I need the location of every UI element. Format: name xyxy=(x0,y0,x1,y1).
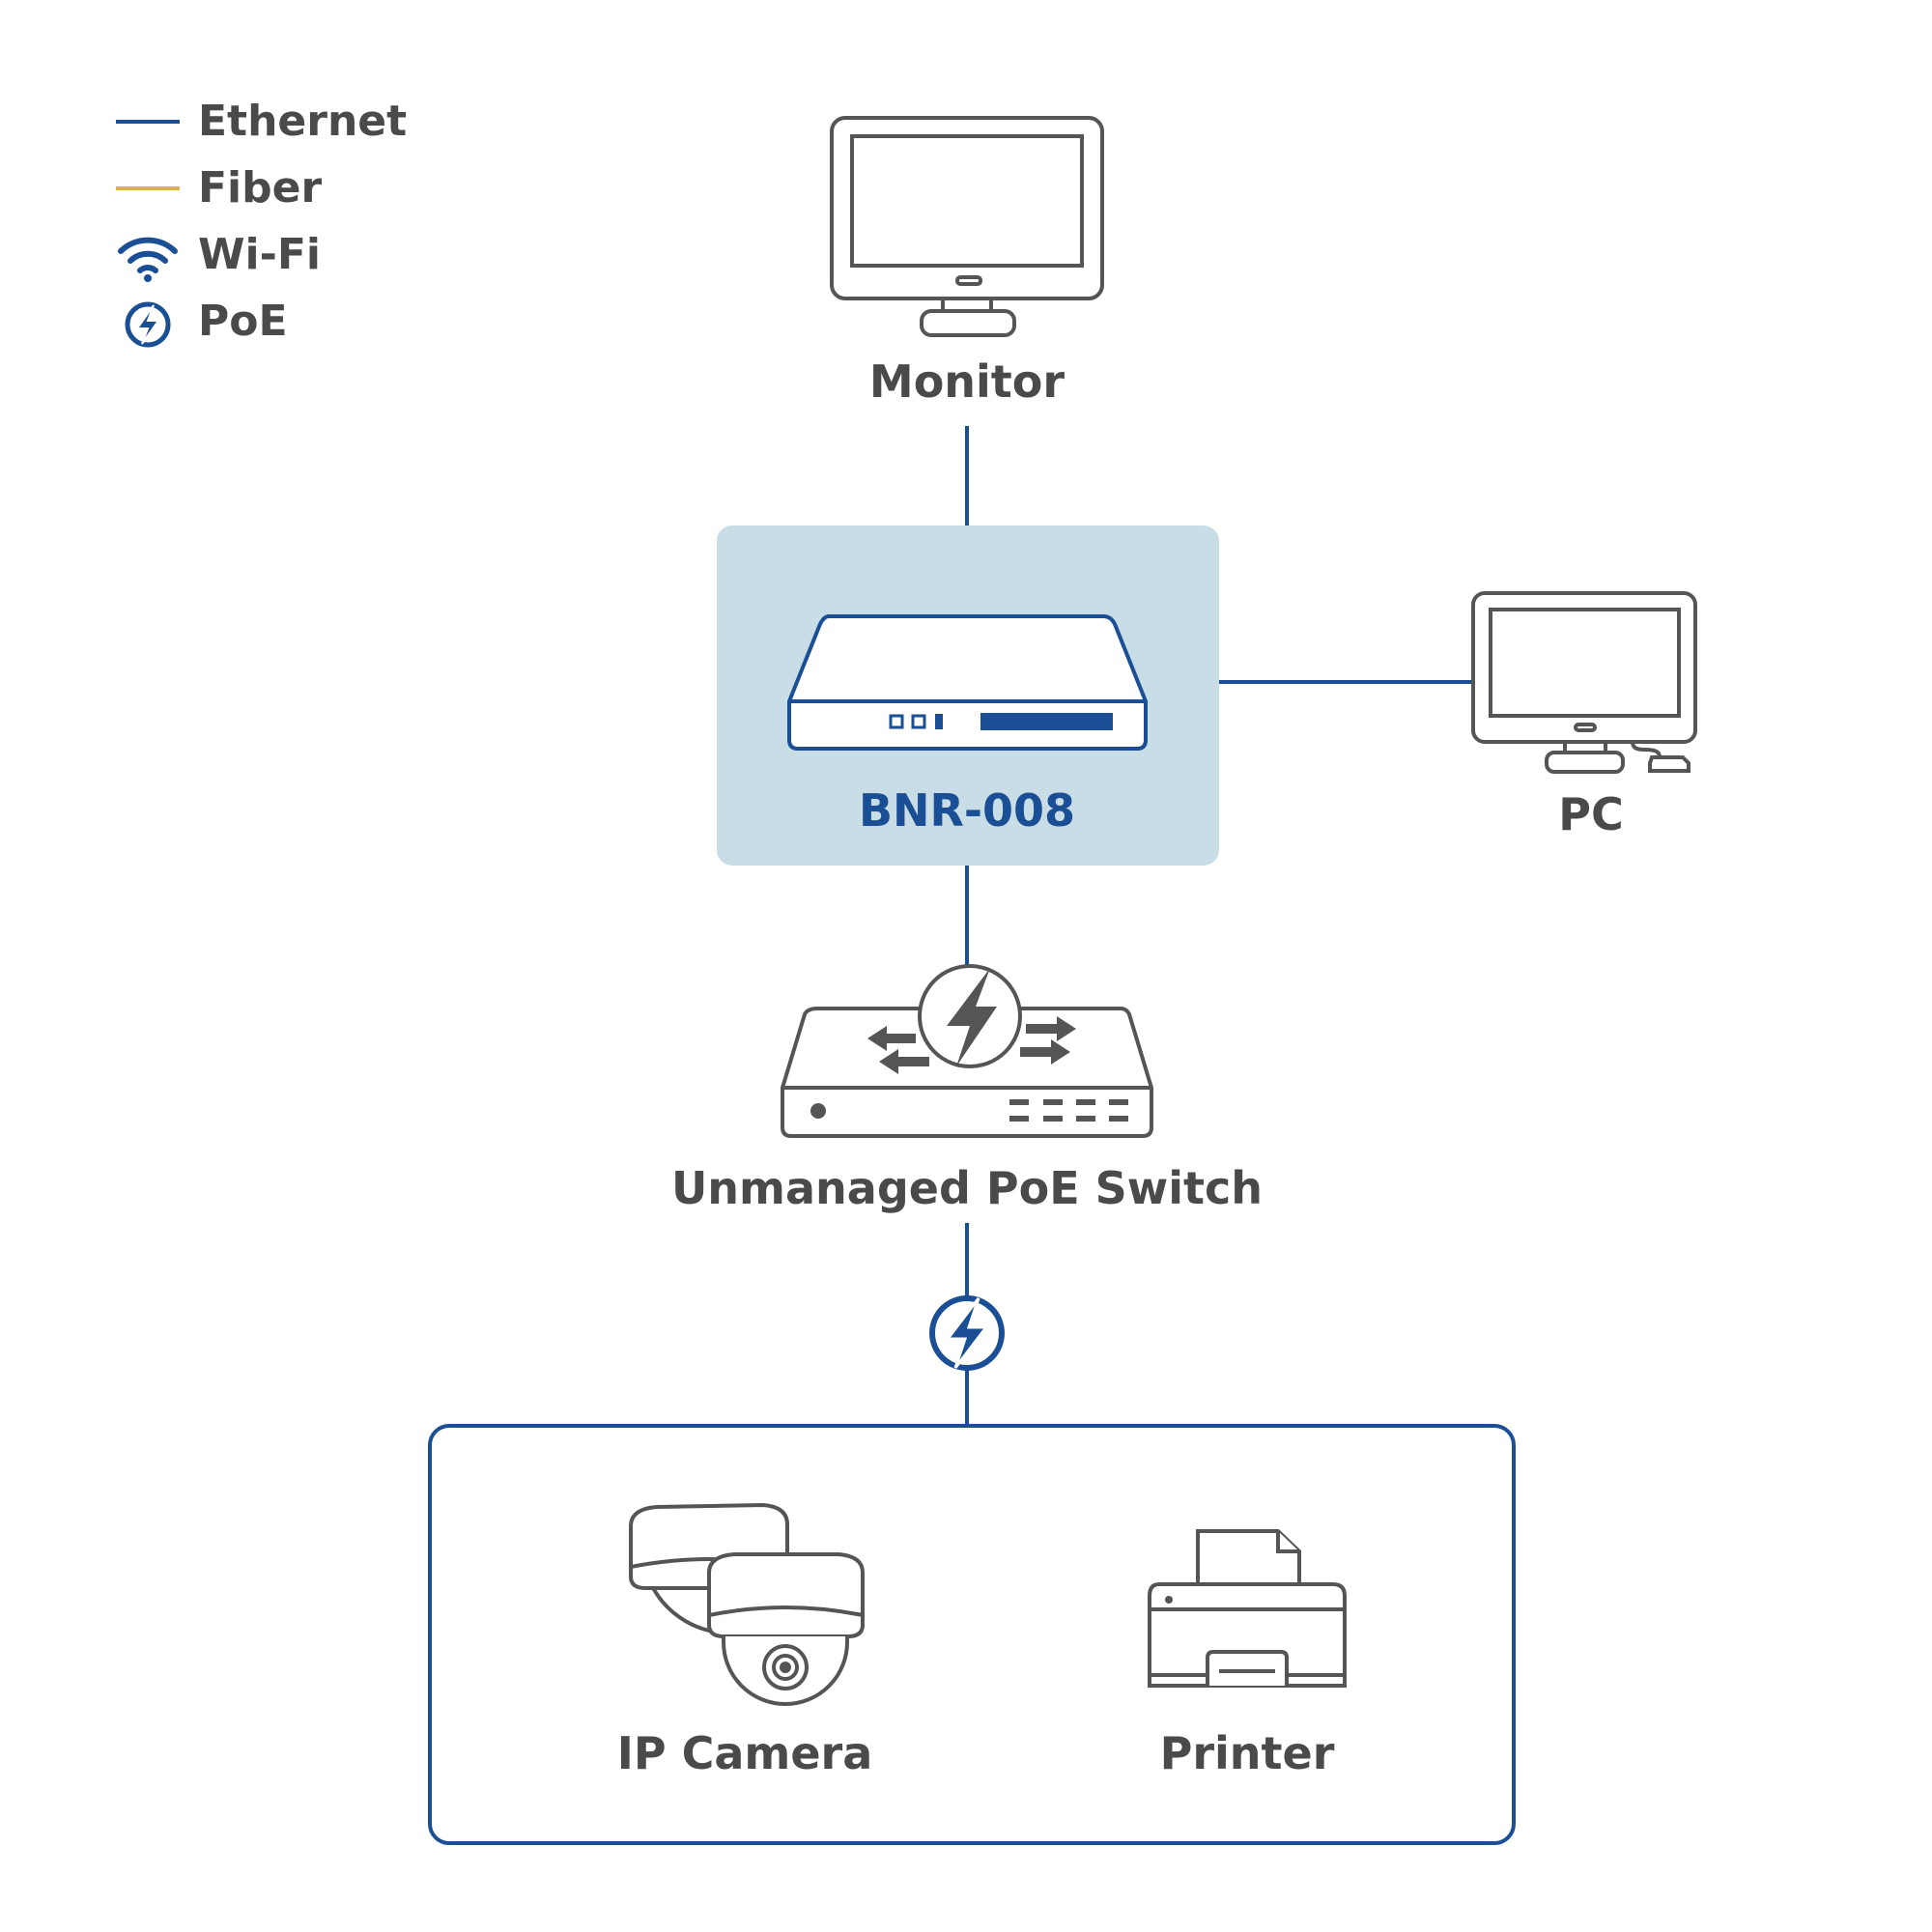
dome-camera-icon xyxy=(629,1502,865,1706)
arrows-right-icon xyxy=(1020,1016,1076,1065)
arrows-left-icon xyxy=(867,1026,929,1074)
camera-label: IP Camera xyxy=(616,1727,873,1779)
connections xyxy=(965,426,1473,1426)
poe-legend-icon xyxy=(125,301,171,348)
printer-label: Printer xyxy=(1159,1727,1335,1779)
nvr-device-icon xyxy=(787,614,1148,751)
recorder-label: BNR-008 xyxy=(858,784,1076,837)
poe-switch-icon xyxy=(781,964,1153,1138)
legend-wifi-label: Wi-Fi xyxy=(198,230,322,279)
monitor-icon xyxy=(830,116,1104,337)
switch-label: Unmanaged PoE Switch xyxy=(670,1162,1264,1214)
pc-icon xyxy=(1471,591,1697,774)
bolt-icon xyxy=(947,968,997,1066)
legend xyxy=(116,120,180,348)
monitor-label: Monitor xyxy=(868,355,1065,408)
legend-ethernet-label: Ethernet xyxy=(198,97,408,146)
printer-icon xyxy=(1148,1529,1347,1688)
wifi-icon xyxy=(118,237,178,282)
legend-fiber-label: Fiber xyxy=(198,163,323,213)
endpoint-group-box xyxy=(428,1424,1516,1845)
legend-poe-label: PoE xyxy=(198,297,288,346)
poe-link-icon xyxy=(929,1295,1005,1371)
pc-label: PC xyxy=(1558,788,1624,840)
